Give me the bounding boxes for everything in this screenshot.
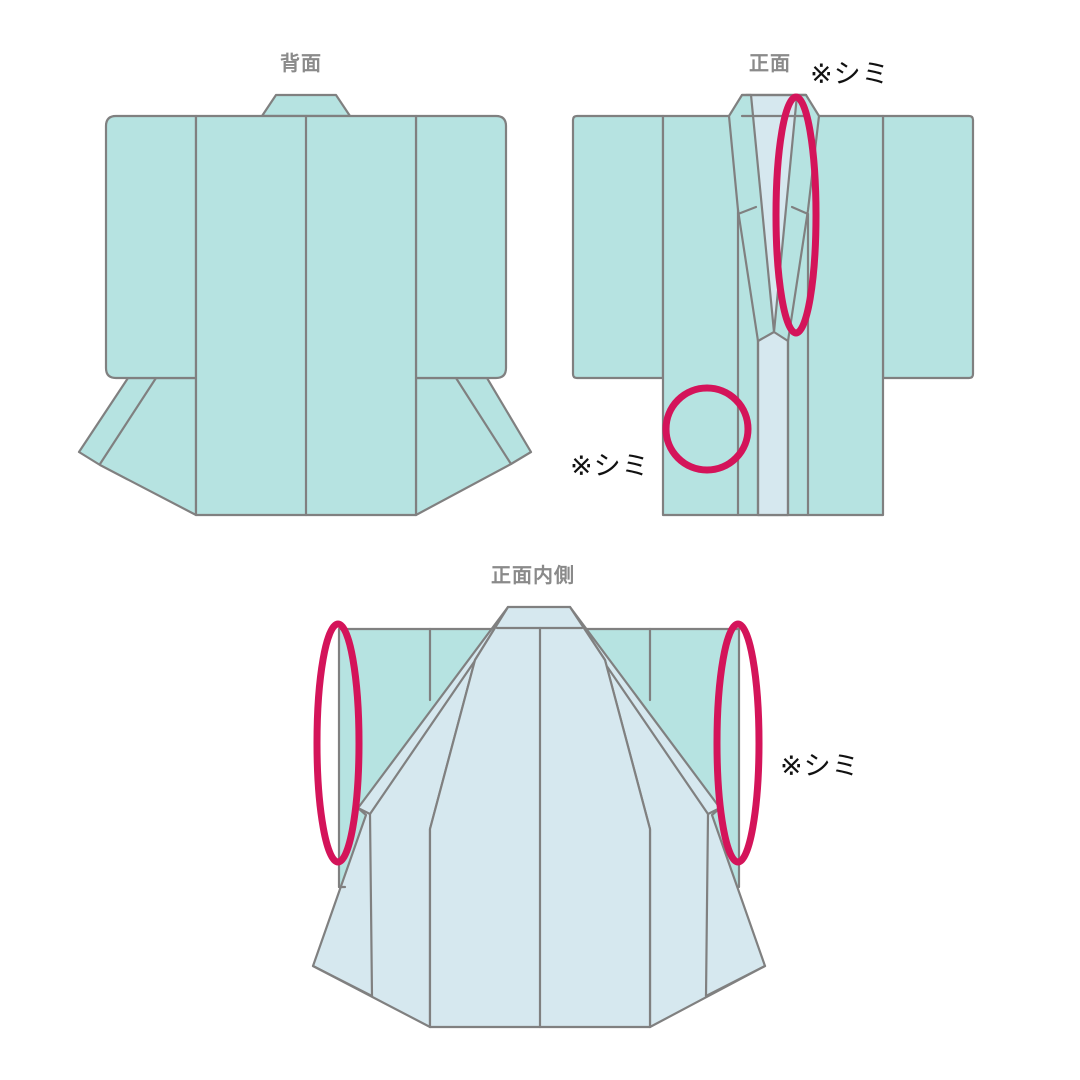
front-inside-view-title: 正面内側	[491, 563, 575, 587]
front-view-title: 正面	[749, 51, 791, 75]
back-collar	[260, 93, 352, 118]
back-right-sleeve	[414, 114, 508, 380]
stain-marker-front-panel	[662, 384, 752, 474]
back-view-kimono	[77, 93, 533, 517]
stain-marker-inside-right-sleeve	[713, 620, 763, 866]
stain-label-inside-sleeve: ※シミ	[780, 751, 860, 782]
back-left-sleeve	[104, 114, 198, 380]
stain-label-front-panel: ※シミ	[570, 451, 650, 482]
front-left-sleeve	[571, 114, 665, 380]
stain-marker-collar	[772, 93, 820, 337]
back-lower-left-panel	[77, 376, 198, 517]
front-inside-view-kimono	[311, 605, 767, 1029]
front-right-sleeve	[881, 114, 975, 380]
stain-label-collar: ※シミ	[810, 59, 890, 90]
back-lower-right-panel	[414, 376, 533, 517]
stain-marker-inside-left-sleeve	[313, 620, 363, 866]
back-view-title: 背面	[280, 51, 322, 75]
front-view-kimono	[571, 93, 975, 517]
